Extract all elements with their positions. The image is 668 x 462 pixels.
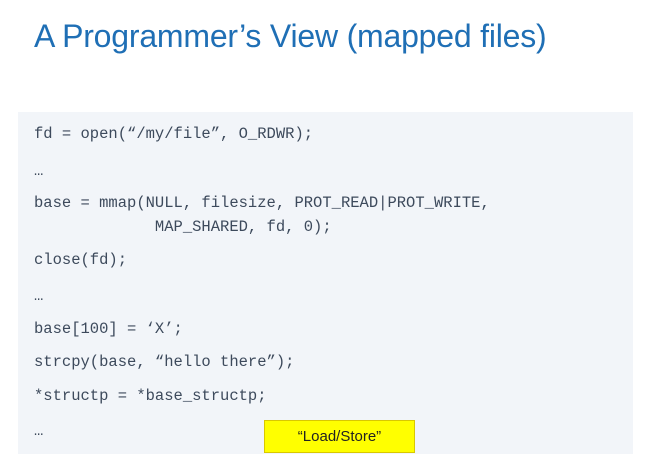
code-line-open: fd = open(“/my/file”, O_RDWR); [34,125,314,143]
code-panel [18,112,633,454]
code-line-close: close(fd); [34,251,128,269]
code-line-mmap-continued: MAP_SHARED, fd, 0); [34,218,332,236]
load-store-callout: “Load/Store” [264,420,415,453]
code-line-base-assign: base[100] = ‘X’; [34,320,183,338]
code-line-ellipsis: … [34,287,44,305]
code-line-strcpy: strcpy(base, “hello there”); [34,353,295,371]
code-line-struct-copy: *structp = *base_structp; [34,387,267,405]
code-line-mmap: base = mmap(NULL, filesize, PROT_READ|PR… [34,194,490,212]
code-line-ellipsis: … [34,422,44,440]
code-line-ellipsis: … [34,162,44,180]
slide-title: A Programmer’s View (mapped files) [34,18,547,54]
